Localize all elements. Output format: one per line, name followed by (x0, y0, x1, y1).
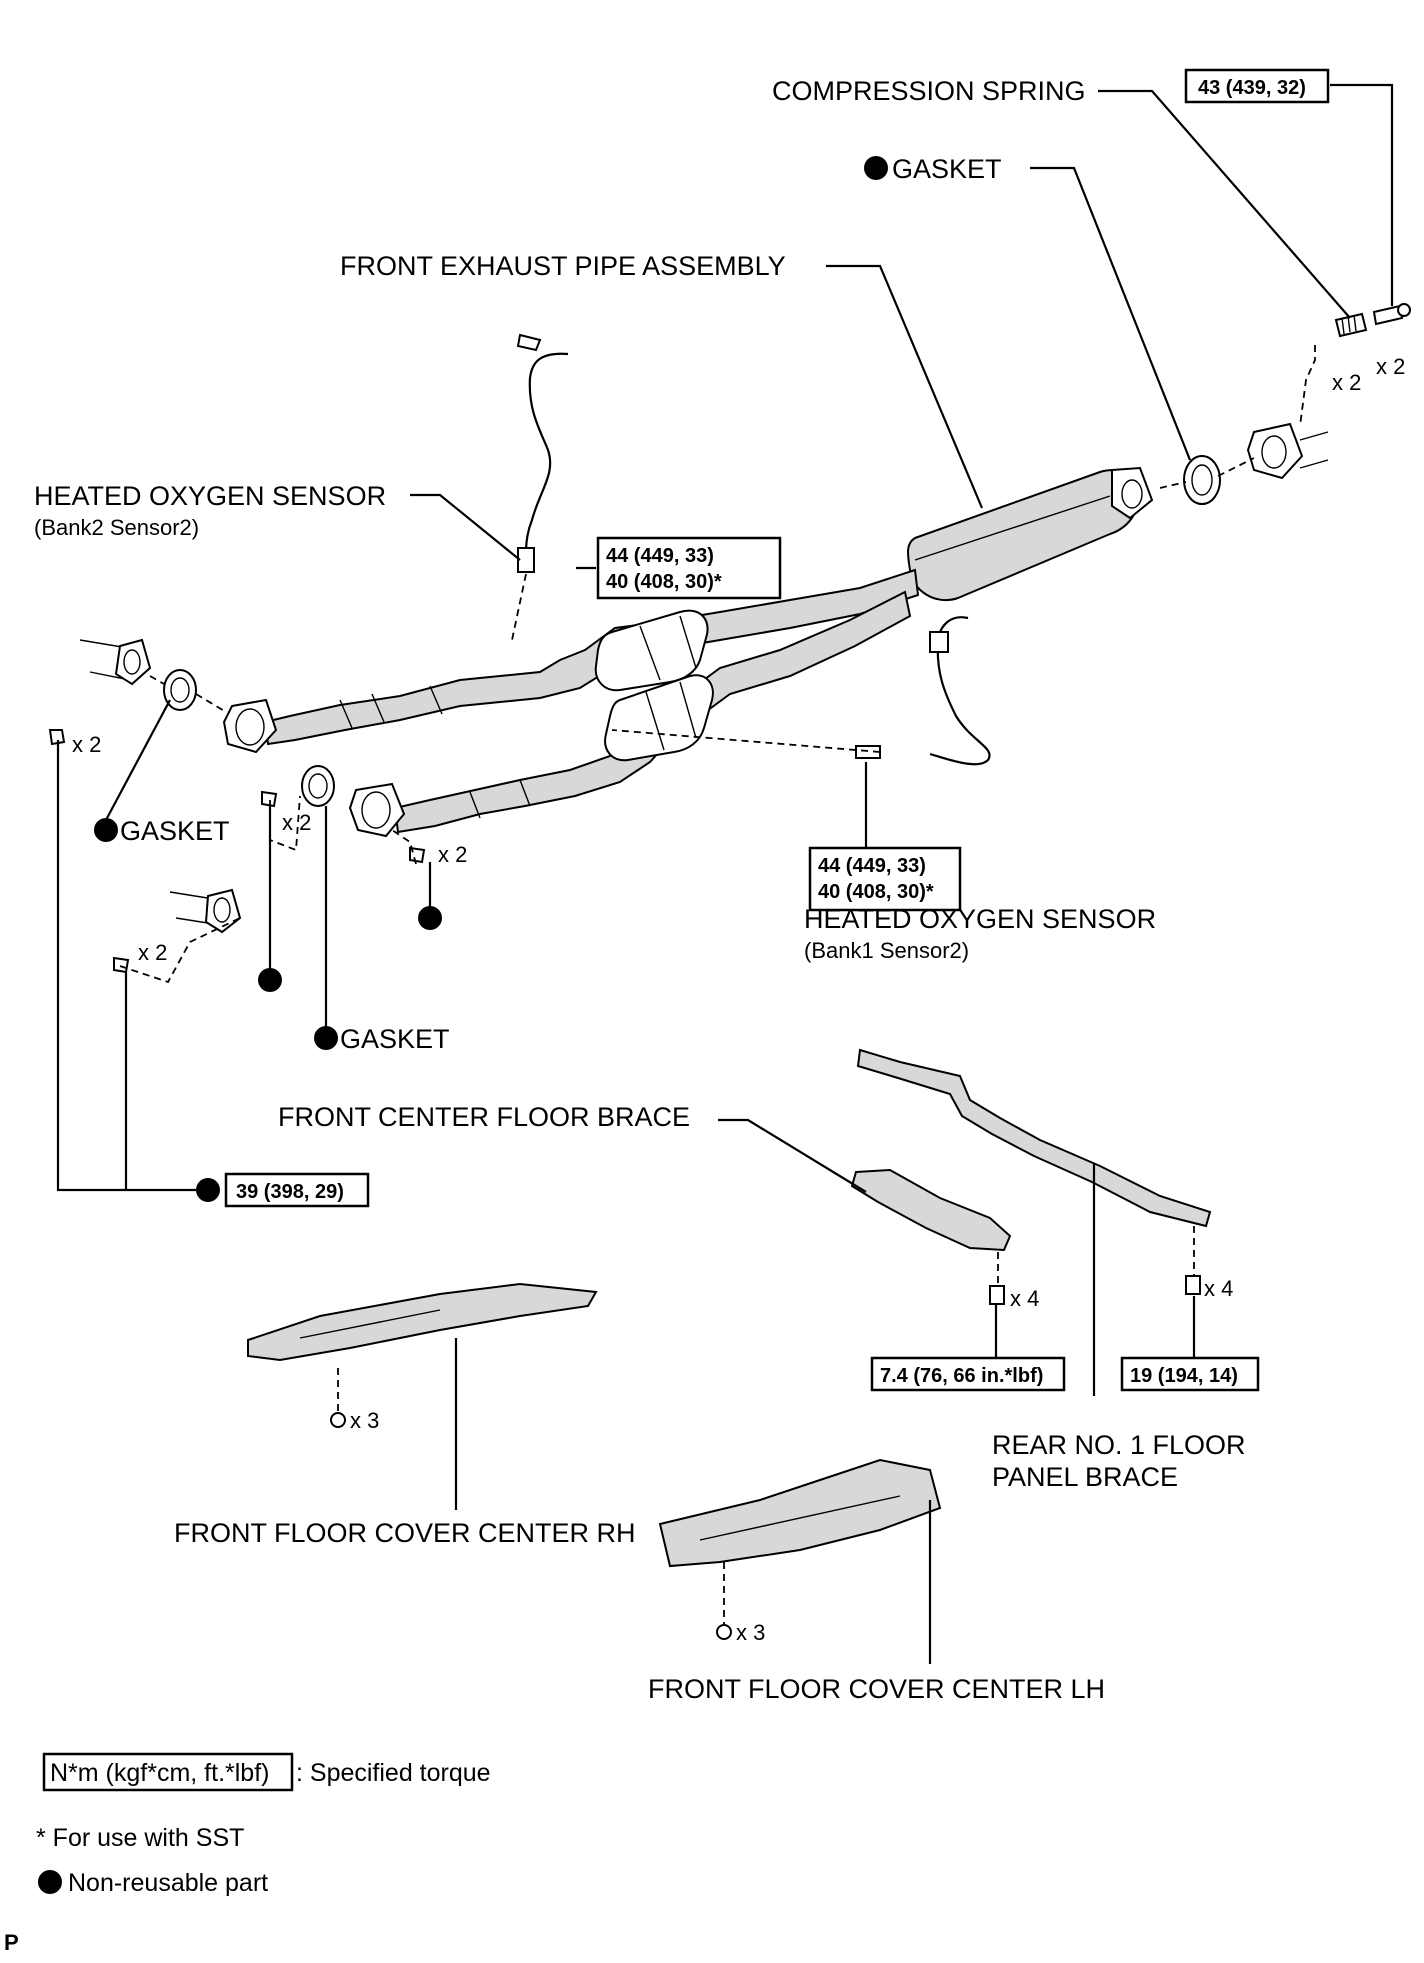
hos-bank1-sensor (855, 616, 991, 766)
nonreusable-dot-gasket-lower (314, 1026, 338, 1050)
torque-flange-nut: 39 (398, 29) (236, 1181, 344, 1203)
front-exhaust-pipe-assembly (222, 466, 1154, 838)
rh-cover-nut (330, 1412, 346, 1428)
torque-spring-bolt: 43 (439, 32) (1198, 77, 1306, 99)
spring-bolt (1372, 303, 1411, 326)
nonreusable-dot-gasket-left (94, 818, 118, 842)
nonreusable-dot-gasket-top (864, 156, 888, 180)
legend-torque-desc: : Specified torque (296, 1759, 491, 1787)
leader-lines (56, 83, 1394, 1664)
qty-left-nut-upper: x 2 (72, 732, 101, 757)
gasket-left-label: GASKET (120, 816, 230, 846)
qty-rh-cover-nut: x 3 (350, 1408, 379, 1433)
torque-hos-bank2-b: 40 (408, 30)* (606, 571, 722, 593)
front-floor-cover-rh-label: FRONT FLOOR COVER CENTER RH (174, 1518, 636, 1548)
torque-box-center-brace: 7.4 (76, 66 in.*lbf) (870, 1356, 1066, 1392)
torque-box-hos-bank1: 44 (449, 33) 40 (408, 30)* (808, 846, 962, 912)
legend-sst-note: * For use with SST (36, 1824, 244, 1852)
torque-hos-bank1-a: 44 (449, 33) (818, 855, 926, 877)
rear-brace-bolt (1185, 1275, 1201, 1295)
corner-mark: P (4, 1930, 19, 1955)
exhaust-manifold-stub-upper (79, 638, 152, 686)
qty-spring-bolt: x 2 (1376, 354, 1405, 379)
gasket-left-ring (163, 669, 197, 711)
legend-nonreusable: Non-reusable part (68, 1869, 268, 1897)
qty-rear-brace-bolt: x 4 (1204, 1276, 1233, 1301)
legend-torque-unit: N*m (kgf*cm, ft.*lbf) (50, 1759, 269, 1787)
exhaust-manifold-stub-lower (169, 888, 242, 934)
legend-nonreusable-dot (38, 1870, 62, 1894)
gasket-top-ring (1183, 455, 1221, 505)
alignment-lines (119, 345, 1316, 1624)
nonreusable-dot-stud-left (258, 968, 282, 992)
rear-floor-panel-brace-label-1: REAR NO. 1 FLOOR (992, 1430, 1246, 1460)
qty-spring: x 2 (1332, 370, 1361, 395)
front-exhaust-pipe-label: FRONT EXHAUST PIPE ASSEMBLY (340, 251, 786, 281)
nonreusable-dot-flange-nut (196, 1178, 220, 1202)
floor-cover-lh (658, 1458, 942, 1568)
left-flange-nut-lower (113, 956, 130, 974)
hos-bank2-sublabel: (Bank2 Sensor2) (34, 515, 199, 540)
front-center-floor-brace (850, 1168, 1012, 1252)
hos-bank2-sensor (516, 333, 569, 573)
compression-spring-label: COMPRESSION SPRING (772, 76, 1086, 106)
torque-box-hos-bank2: 44 (449, 33) 40 (408, 30)* (596, 536, 782, 600)
nonreusable-dot-stud-right (418, 906, 442, 930)
qty-right-stud: x 2 (438, 842, 467, 867)
nonreusable-markers (94, 156, 888, 1202)
center-brace-bolt (989, 1285, 1005, 1305)
torque-box-flange-nut: 39 (398, 29) (224, 1172, 370, 1208)
torque-hos-bank1-b: 40 (408, 30)* (818, 881, 934, 903)
hos-bank2-label: HEATED OXYGEN SENSOR (34, 481, 386, 511)
torque-hos-bank2-a: 44 (449, 33) (606, 545, 714, 567)
qty-left-stud: x 2 (282, 810, 311, 835)
hos-bank1-sublabel: (Bank1 Sensor2) (804, 938, 969, 963)
left-flange-stud (261, 790, 278, 808)
qty-left-nut-lower: x 2 (138, 940, 167, 965)
front-center-floor-brace-label: FRONT CENTER FLOOR BRACE (278, 1102, 690, 1132)
torque-box-rear-brace: 19 (194, 14) (1120, 1356, 1260, 1392)
gasket-lower-ring (301, 765, 335, 807)
gasket-top-label: GASKET (892, 154, 1002, 184)
gasket-lower-label: GASKET (340, 1024, 450, 1054)
rear-floor-panel-brace (856, 1048, 1212, 1228)
floor-cover-rh (247, 1282, 598, 1362)
qty-center-brace-bolt: x 4 (1010, 1286, 1039, 1311)
torque-box-spring-bolt: 43 (439, 32) (1184, 68, 1330, 104)
compression-spring (1334, 312, 1368, 338)
rear-pipe-flange (1246, 422, 1329, 480)
front-floor-cover-lh-label: FRONT FLOOR COVER CENTER LH (648, 1674, 1105, 1704)
lh-cover-nut (716, 1624, 732, 1640)
left-flange-nut-upper (48, 729, 66, 746)
rear-floor-panel-brace-label-2: PANEL BRACE (992, 1462, 1178, 1492)
torque-rear-brace: 19 (194, 14) (1130, 1365, 1238, 1387)
qty-lh-cover-nut: x 3 (736, 1620, 765, 1645)
torque-center-brace: 7.4 (76, 66 in.*lbf) (880, 1365, 1043, 1387)
legend: N*m (kgf*cm, ft.*lbf) : Specified torque… (36, 1752, 491, 1897)
